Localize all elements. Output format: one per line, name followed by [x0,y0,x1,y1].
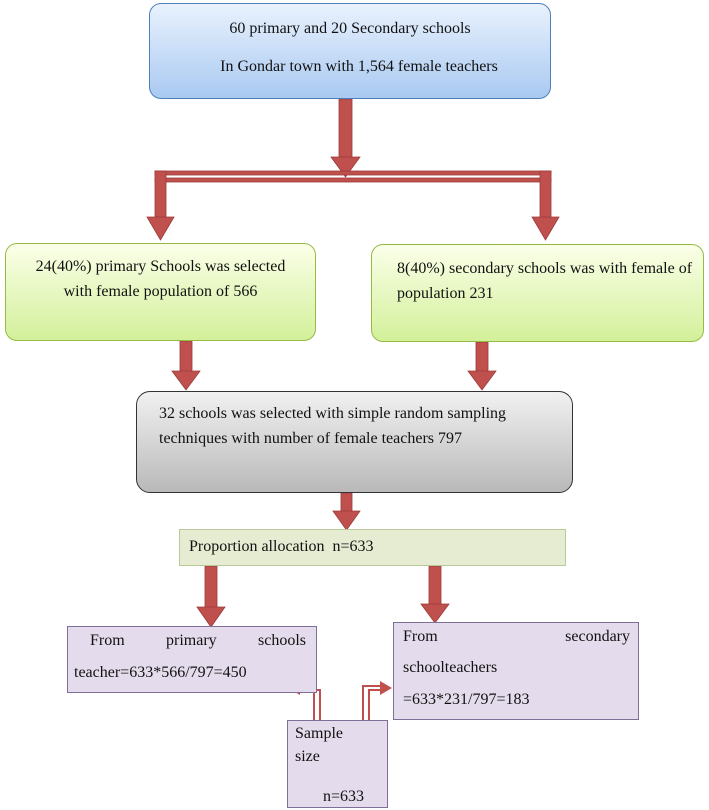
sample-to-secondary-connector-inner [368,689,382,720]
sample-size-line-1: Sample [295,725,343,742]
combined-to-proportion-stem [340,492,353,514]
proportion-allocation-box: Proportion allocation n=633 [179,529,566,566]
proportion-to-primary-arrowhead [196,606,226,628]
primary-selection-text: 24(40%) primary Schools was selected wit… [35,258,286,300]
primary-to-combined-arrowhead [171,370,201,391]
primary-calc-word-3: schools [257,632,306,649]
split-bar-upper [154,170,552,176]
secondary-calc-word-2: secondary [565,628,630,645]
secondary-calc-word-1: From [403,628,438,645]
combined-selection-box: 32 schools was selected with simple rand… [136,391,573,493]
primary-to-combined-stem [179,340,193,374]
sample-size-box: Sample size n=633 [287,720,388,808]
left-split-arrowhead [146,216,175,241]
left-split-stem [154,170,167,220]
right-split-arrowhead [531,216,560,241]
sample-size-line-2: size [295,748,320,765]
population-line-2: In Gondar town with 1,564 female teacher… [220,58,498,75]
combined-selection-text: 32 schools was selected with simple rand… [159,405,507,447]
right-split-stem [539,170,552,220]
sample-to-secondary-connector-outer [362,685,382,720]
secondary-calc-box: From secondary schoolteachers =633*231/7… [393,622,639,720]
secondary-to-combined-arrowhead [467,370,497,391]
top-stem-arrowhead [330,156,361,178]
secondary-selection-text: 8(40%) secondary schools was with female… [397,260,693,302]
population-line-1: 60 primary and 20 Secondary schools [229,20,471,37]
secondary-to-combined-stem [475,341,489,374]
population-box: 60 primary and 20 Secondary schools In G… [149,3,551,99]
proportion-to-secondary-arrowhead [420,603,450,624]
primary-calc-word-2: primary [166,632,217,649]
proportion-allocation-text: Proportion allocation n=633 [189,538,374,555]
primary-calc-formula: teacher=633*566/797=450 [74,664,247,681]
proportion-to-primary-stem [204,565,218,610]
sample-to-primary-connector-inner [298,689,321,720]
primary-calc-word-1: From [90,632,125,649]
proportion-to-secondary-stem [428,565,442,607]
combined-to-proportion-arrowhead [332,510,361,531]
secondary-calc-formula: =633*231/797=183 [403,691,530,708]
primary-calc-box: From primary schools teacher=633*566/797… [67,626,317,693]
secondary-selection-box: 8(40%) secondary schools was with female… [371,244,704,342]
sample-to-secondary-arrowhead [380,681,392,695]
primary-selection-box: 24(40%) primary Schools was selected wit… [5,243,316,341]
sample-size-value: n=633 [323,788,365,805]
secondary-calc-line-2: schoolteachers [403,659,498,676]
top-stem [338,98,353,160]
split-bar-lower [154,177,552,183]
